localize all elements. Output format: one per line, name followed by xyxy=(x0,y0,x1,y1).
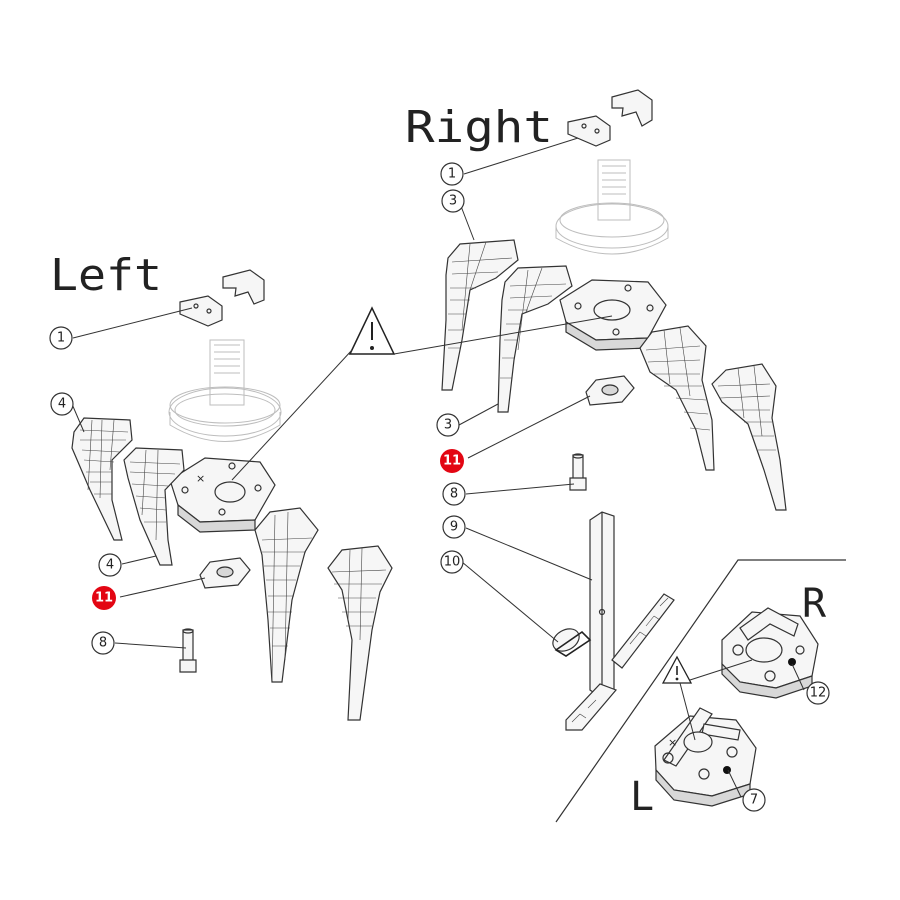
left-tine-front-a xyxy=(254,507,319,683)
svg-text:9: 9 xyxy=(450,520,458,535)
callout-12: 12 xyxy=(806,681,830,705)
left-tine-front-b xyxy=(327,545,393,721)
inset-warning-leader-b xyxy=(679,682,696,741)
callout-11-right-highlight: 11 xyxy=(440,449,464,473)
right-bolt xyxy=(569,453,587,491)
svg-text:4: 4 xyxy=(106,558,114,573)
warning-triangle-icon xyxy=(348,306,396,355)
inset-right-dot xyxy=(788,658,796,666)
label-left: Left xyxy=(50,250,162,301)
warning-leader-left xyxy=(231,349,353,481)
callout-10: 10 xyxy=(440,550,464,574)
svg-text:1: 1 xyxy=(448,167,456,182)
callout-7: 7 xyxy=(742,788,766,812)
callout-4-bottom: 4 xyxy=(98,553,122,577)
svg-text:11: 11 xyxy=(443,454,461,469)
svg-text:1: 1 xyxy=(57,331,65,346)
svg-text:3: 3 xyxy=(444,418,452,433)
label-right: Right xyxy=(405,102,553,153)
right-clamp-block-pair xyxy=(567,89,653,147)
assembly-tool xyxy=(565,511,675,731)
callout-3-bottom: 3 xyxy=(436,413,460,437)
lynch-pin xyxy=(552,628,592,657)
label-inset-left: L xyxy=(630,774,654,820)
svg-text:×: × xyxy=(196,472,205,485)
left-tine-mid xyxy=(123,447,185,566)
svg-text:×: × xyxy=(668,736,677,749)
inset-warning-leader-a xyxy=(689,659,753,681)
svg-text:12: 12 xyxy=(810,686,827,701)
callout-3-top: 3 xyxy=(441,189,465,213)
left-tine-top xyxy=(71,417,133,541)
svg-text:8: 8 xyxy=(99,636,107,651)
left-clamp-block-pair xyxy=(179,269,265,327)
right-tine-front-a xyxy=(639,325,715,471)
inset-right-holder xyxy=(721,607,819,699)
svg-text:7: 7 xyxy=(750,793,758,808)
callout-11-left-highlight: 11 xyxy=(92,586,116,610)
right-tine-front-b xyxy=(711,363,787,511)
svg-text:4: 4 xyxy=(58,397,66,412)
svg-text:10: 10 xyxy=(444,555,461,570)
right-tine-holder xyxy=(559,279,667,351)
inset-divider xyxy=(555,559,846,823)
warning-leader-right xyxy=(393,315,613,355)
callout-8-right: 8 xyxy=(442,482,466,506)
callout-4-top: 4 xyxy=(50,392,74,416)
callout-9: 9 xyxy=(442,515,466,539)
right-cam-piece xyxy=(585,375,635,406)
svg-text:8: 8 xyxy=(450,487,458,502)
callout-8-left: 8 xyxy=(91,631,115,655)
right-tine-top xyxy=(441,239,519,391)
right-ghost-rotor xyxy=(555,159,669,255)
left-tine-holder: × xyxy=(169,457,276,533)
right-tine-mid xyxy=(497,265,573,413)
left-cam-piece xyxy=(199,557,251,589)
svg-text:11: 11 xyxy=(95,591,113,606)
left-bolt xyxy=(179,628,197,673)
callout-1-right: 1 xyxy=(440,162,464,186)
inset-left-holder: × xyxy=(654,707,757,807)
left-ghost-rotor xyxy=(168,339,282,442)
svg-text:3: 3 xyxy=(449,194,457,209)
callout-1-left: 1 xyxy=(49,326,73,350)
label-inset-right: R xyxy=(802,581,827,627)
warning-triangle-icon xyxy=(661,655,693,684)
